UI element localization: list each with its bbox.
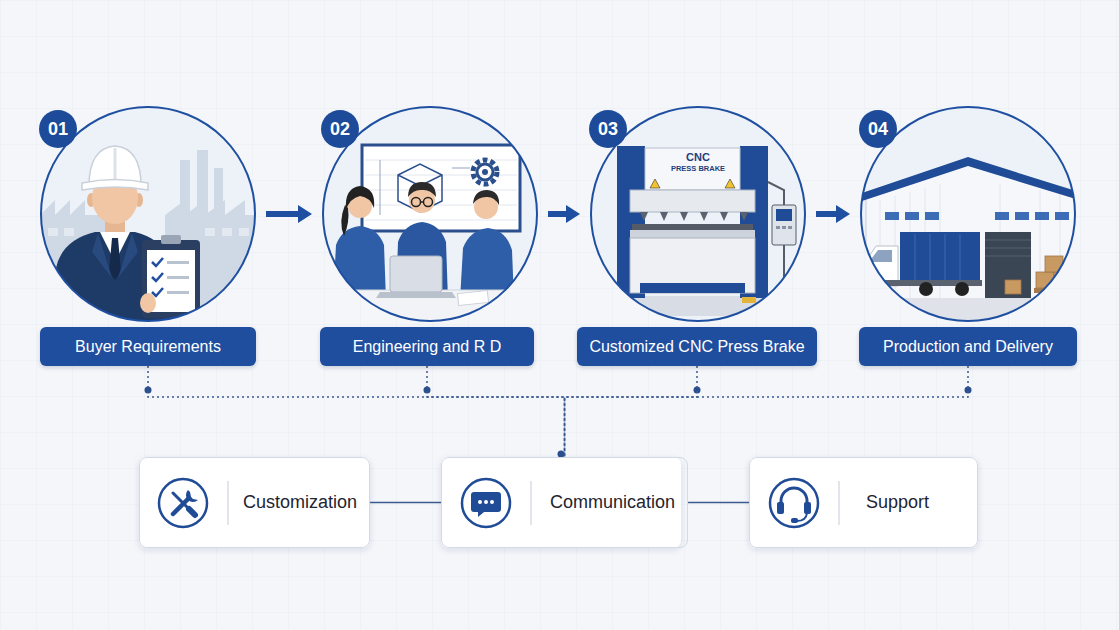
headset-icon (770, 479, 818, 527)
tools-icon (159, 479, 207, 527)
chat-icon (462, 479, 510, 527)
step-circle: 03 (590, 106, 806, 322)
dotted-connector (427, 366, 565, 457)
step-circle: 04 (860, 106, 1076, 322)
feature-card: Communication (441, 457, 688, 548)
step-label: Customized CNC Press Brake (589, 338, 804, 356)
feature-card: Customization (139, 457, 370, 548)
step-circle: 02 (322, 106, 538, 322)
step-label-box: Production and Delivery (859, 327, 1077, 366)
step-label-box: Customized CNC Press Brake (577, 327, 816, 366)
step-number: 01 (39, 110, 77, 148)
dotted-connector (565, 366, 697, 457)
press-brake-illustration (605, 146, 796, 316)
link-line (688, 502, 749, 504)
dotted-connector (148, 366, 565, 457)
feature-label: Communication (550, 492, 675, 513)
step-number: 02 (321, 110, 359, 148)
step-label: Production and Delivery (883, 338, 1053, 356)
flow-arrow (548, 211, 566, 217)
buyer-illustration (40, 146, 260, 335)
feature-card: Support (749, 457, 978, 548)
step-circle: 01 (40, 106, 256, 322)
step-number: 03 (589, 110, 627, 148)
feature-label: Customization (243, 492, 357, 513)
flow-arrow (816, 211, 836, 217)
dotted-connector (565, 366, 968, 457)
machine-label: PRESS BRAKE (671, 165, 725, 173)
step-label: Buyer Requirements (75, 338, 221, 356)
flow-arrow (266, 211, 298, 217)
engineering-illustration (328, 145, 538, 330)
step-label-box: Buyer Requirements (40, 327, 256, 366)
step-label-box: Engineering and R D (320, 327, 534, 366)
link-line (370, 502, 441, 504)
step-number: 04 (859, 110, 897, 148)
feature-label: Support (866, 492, 929, 513)
step-label: Engineering and R D (353, 338, 502, 356)
warehouse-illustration (858, 157, 1083, 328)
machine-label: CNC (686, 151, 710, 163)
